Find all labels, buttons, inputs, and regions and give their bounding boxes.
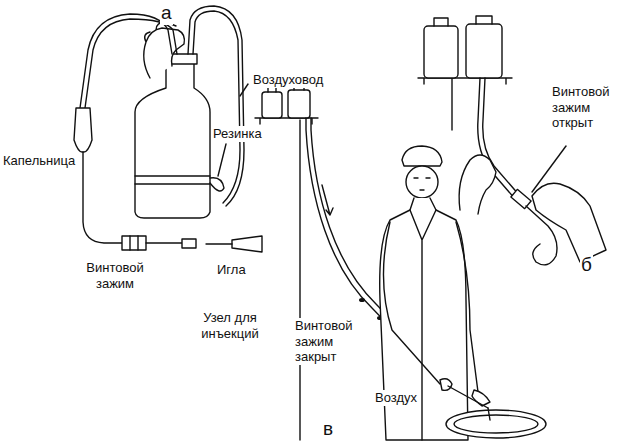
bottle [424,26,458,78]
gloved-hand [532,183,606,262]
flow-arrow [322,185,333,215]
screw-clamp [130,236,138,250]
drip-stream [488,408,490,420]
infusion-tube [80,14,172,108]
infusion-tube [85,19,177,108]
air-duct-tube [188,6,244,206]
bottle [466,24,502,78]
bottle [135,62,210,218]
hand [459,155,496,214]
panel-letter: б [580,254,593,277]
drip-chamber [74,108,92,152]
part-label: Винтовой зажим закрыт [294,318,366,365]
stand-shelf [255,118,318,124]
stand-shelf [418,78,512,84]
air-duct-tube [193,11,240,203]
infusion-tube [146,242,182,243]
panel-letter: а [160,2,173,25]
stand-pole [299,120,300,440]
bottle [262,92,282,118]
screw-clamp [122,236,146,250]
bottle [288,90,310,118]
rubber-band [135,176,210,184]
part-label: Винтовой зажим [78,260,152,291]
rubber-band-tab [210,178,224,191]
part-label: Игла [216,262,247,278]
part-label: Резинка [212,126,263,142]
leader-line [240,84,248,96]
tube-connector [182,239,196,248]
screw-clamp [511,189,531,208]
leader-line [532,146,566,192]
part-label: Воздух [374,390,418,406]
hand [144,22,185,78]
infusion-tube [83,152,122,243]
panel-letter: в [322,418,334,441]
part-label: Узел для инъекций [194,310,266,341]
part-label: Капельница [2,153,76,169]
bottle-neck [434,16,492,26]
kidney-tray [454,415,538,433]
needle-hub [232,236,262,252]
part-label: Винтовой зажим открыт [551,84,619,131]
leader-line [218,144,226,176]
kidney-tray [446,410,546,438]
needle [206,243,232,244]
needle [448,386,488,408]
stand-pole [451,78,452,130]
part-label: Воздуховод [252,72,324,88]
